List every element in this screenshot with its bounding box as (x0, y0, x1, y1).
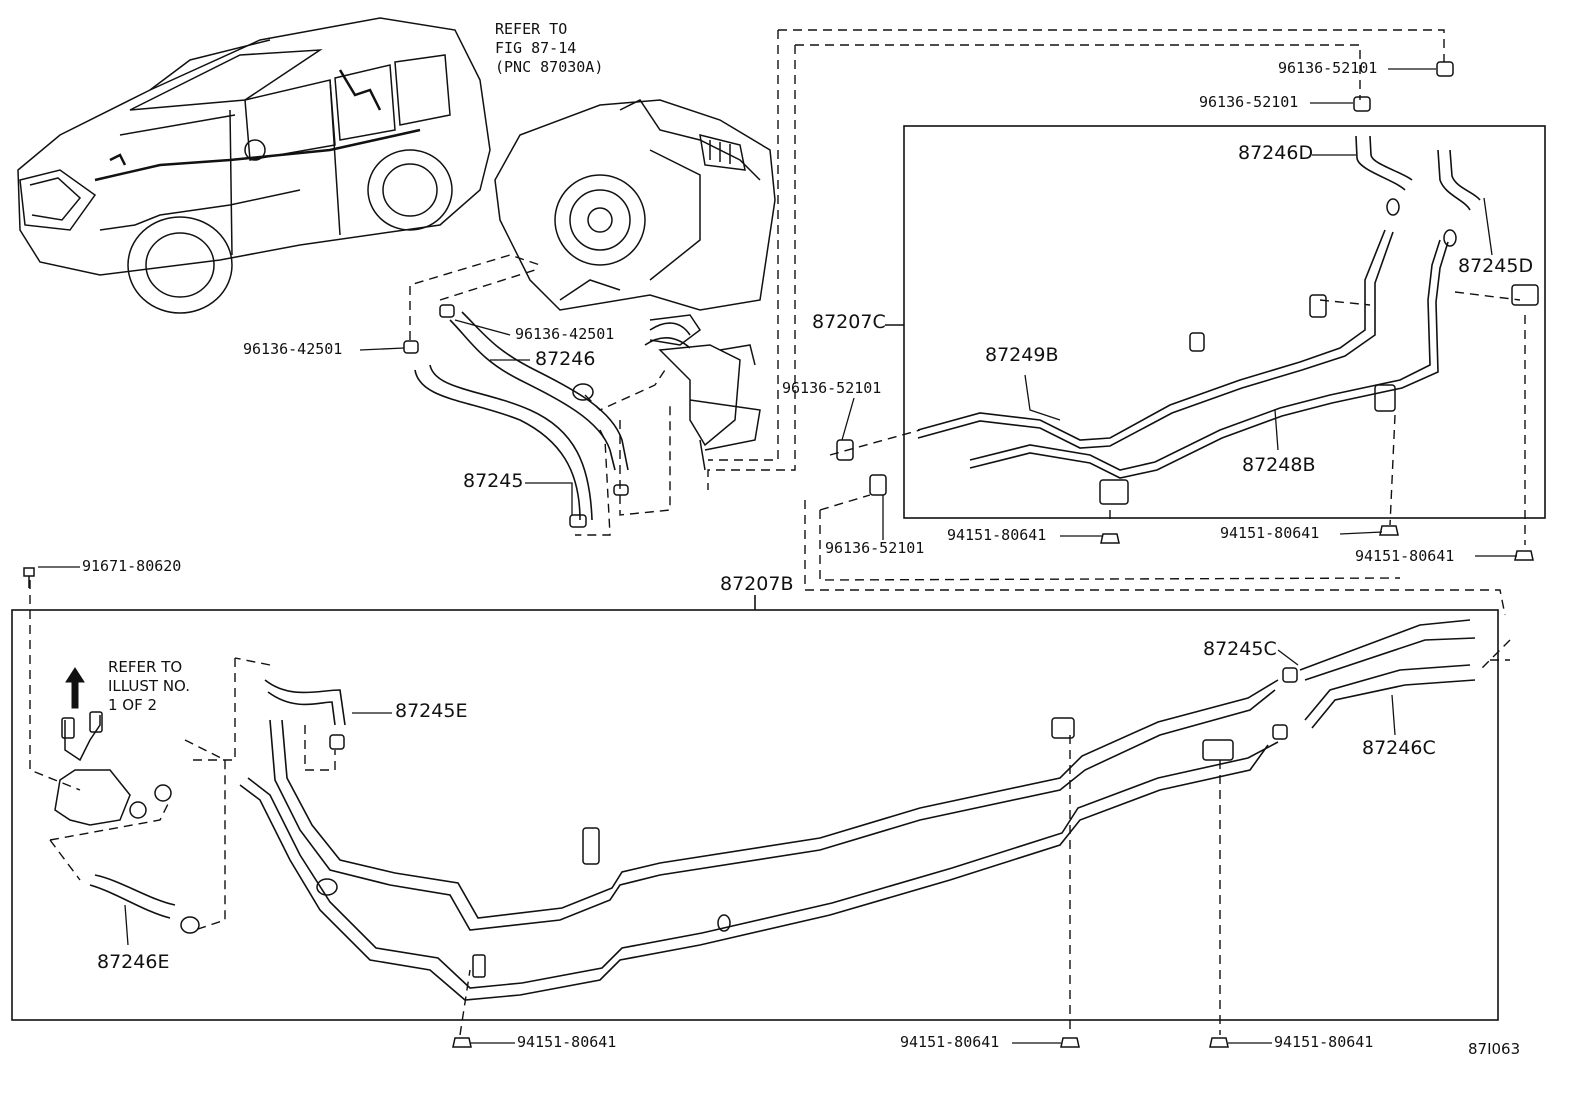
vehicle-illustration (17, 17, 491, 314)
ref-line: REFER TO (108, 658, 183, 676)
clip-icon (1051, 717, 1075, 739)
part-label-87249B[interactable]: 87249B (985, 344, 1059, 366)
clip-icon (1309, 294, 1327, 318)
part-label-96136-52101[interactable]: 96136-52101 (1199, 93, 1299, 111)
part-label-87245E[interactable]: 87245E (395, 700, 468, 722)
part-label-94151-80641[interactable]: 94151-80641 (900, 1033, 1000, 1051)
ref-line: 1 OF 2 (108, 696, 158, 714)
nut-icon (1379, 525, 1399, 536)
clamp-icon (1272, 724, 1288, 740)
nut-icon (452, 1037, 472, 1048)
part-label-94151-80641[interactable]: 94151-80641 (517, 1033, 617, 1051)
assembly-87207B-box (11, 609, 1499, 1021)
part-label-87246[interactable]: 87246 (535, 348, 596, 370)
part-label-87246E[interactable]: 87246E (97, 951, 170, 973)
nut-icon (1060, 1037, 1080, 1048)
assembly-87207C-box (903, 125, 1546, 519)
clamp-icon (1436, 61, 1454, 77)
nut-icon (1100, 533, 1120, 544)
nut-icon (1514, 550, 1534, 561)
part-label-96136-52101[interactable]: 96136-52101 (825, 539, 925, 557)
clamp-icon (1353, 96, 1371, 112)
refer-water-valve-note: REFER TO ILLUST NO. 1 OF 2 (108, 658, 190, 715)
clamp-icon (180, 916, 200, 934)
clamp-icon (316, 878, 338, 896)
bolt-icon (23, 567, 35, 588)
clamp-icon (717, 914, 731, 932)
part-label-87248B[interactable]: 87248B (1242, 454, 1316, 476)
part-label-96136-42501[interactable]: 96136-42501 (243, 340, 343, 358)
part-label-94151-80641[interactable]: 94151-80641 (1355, 547, 1455, 565)
clip-icon (1202, 739, 1234, 761)
part-label-87207C[interactable]: 87207C (812, 311, 886, 333)
part-label-87245C[interactable]: 87245C (1203, 638, 1277, 660)
clamp-icon (403, 340, 419, 354)
ref-line: ILLUST NO. (108, 677, 191, 695)
ref-line: FIG 87-14 (495, 39, 577, 57)
ref-line: (PNC 87030A) (495, 58, 604, 76)
part-label-94151-80641[interactable]: 94151-80641 (947, 526, 1047, 544)
refer-heater-unit-note: REFER TO FIG 87-14 (PNC 87030A) (495, 20, 603, 77)
clamp-icon (329, 734, 345, 750)
diagram-code: 87I063 (1468, 1040, 1521, 1058)
clip-icon (1189, 332, 1205, 352)
clamp-icon (569, 514, 587, 528)
part-label-87245D[interactable]: 87245D (1458, 255, 1534, 277)
heater-unit-illustration (494, 99, 776, 471)
clamp-icon (1282, 667, 1298, 683)
clip-icon (1511, 284, 1539, 306)
clamp-icon (869, 474, 887, 496)
clamp-icon (129, 801, 147, 819)
clamp-icon (1443, 229, 1457, 247)
clip-icon (582, 827, 600, 865)
part-label-87207B[interactable]: 87207B (720, 573, 794, 595)
water-valve-illustration (54, 711, 131, 826)
clamp-icon (1386, 198, 1400, 216)
part-label-96136-52101[interactable]: 96136-52101 (1278, 59, 1378, 77)
part-label-87246D[interactable]: 87246D (1238, 142, 1314, 164)
clamps (129, 61, 1539, 978)
part-label-87246C[interactable]: 87246C (1362, 737, 1436, 759)
clip-icon (1099, 479, 1129, 505)
ref-line: REFER TO (495, 20, 568, 38)
part-label-94151-80641[interactable]: 94151-80641 (1274, 1033, 1374, 1051)
refer-arrow-icon (65, 667, 85, 709)
clamp-icon (613, 484, 629, 496)
clamp-icon (836, 439, 854, 461)
clamp-icon (572, 383, 594, 401)
clamp-icon (154, 784, 172, 802)
clip-icon (1374, 384, 1396, 412)
part-label-94151-80641[interactable]: 94151-80641 (1220, 524, 1320, 542)
clamp-icon (439, 304, 455, 318)
nut-icon (1209, 1037, 1229, 1048)
part-label-87245[interactable]: 87245 (463, 470, 524, 492)
clip-icon (472, 954, 486, 978)
part-label-96136-52101[interactable]: 96136-52101 (782, 379, 882, 397)
part-label-91671-80620[interactable]: 91671-80620 (82, 557, 182, 575)
part-label-96136-42501[interactable]: 96136-42501 (515, 325, 615, 343)
